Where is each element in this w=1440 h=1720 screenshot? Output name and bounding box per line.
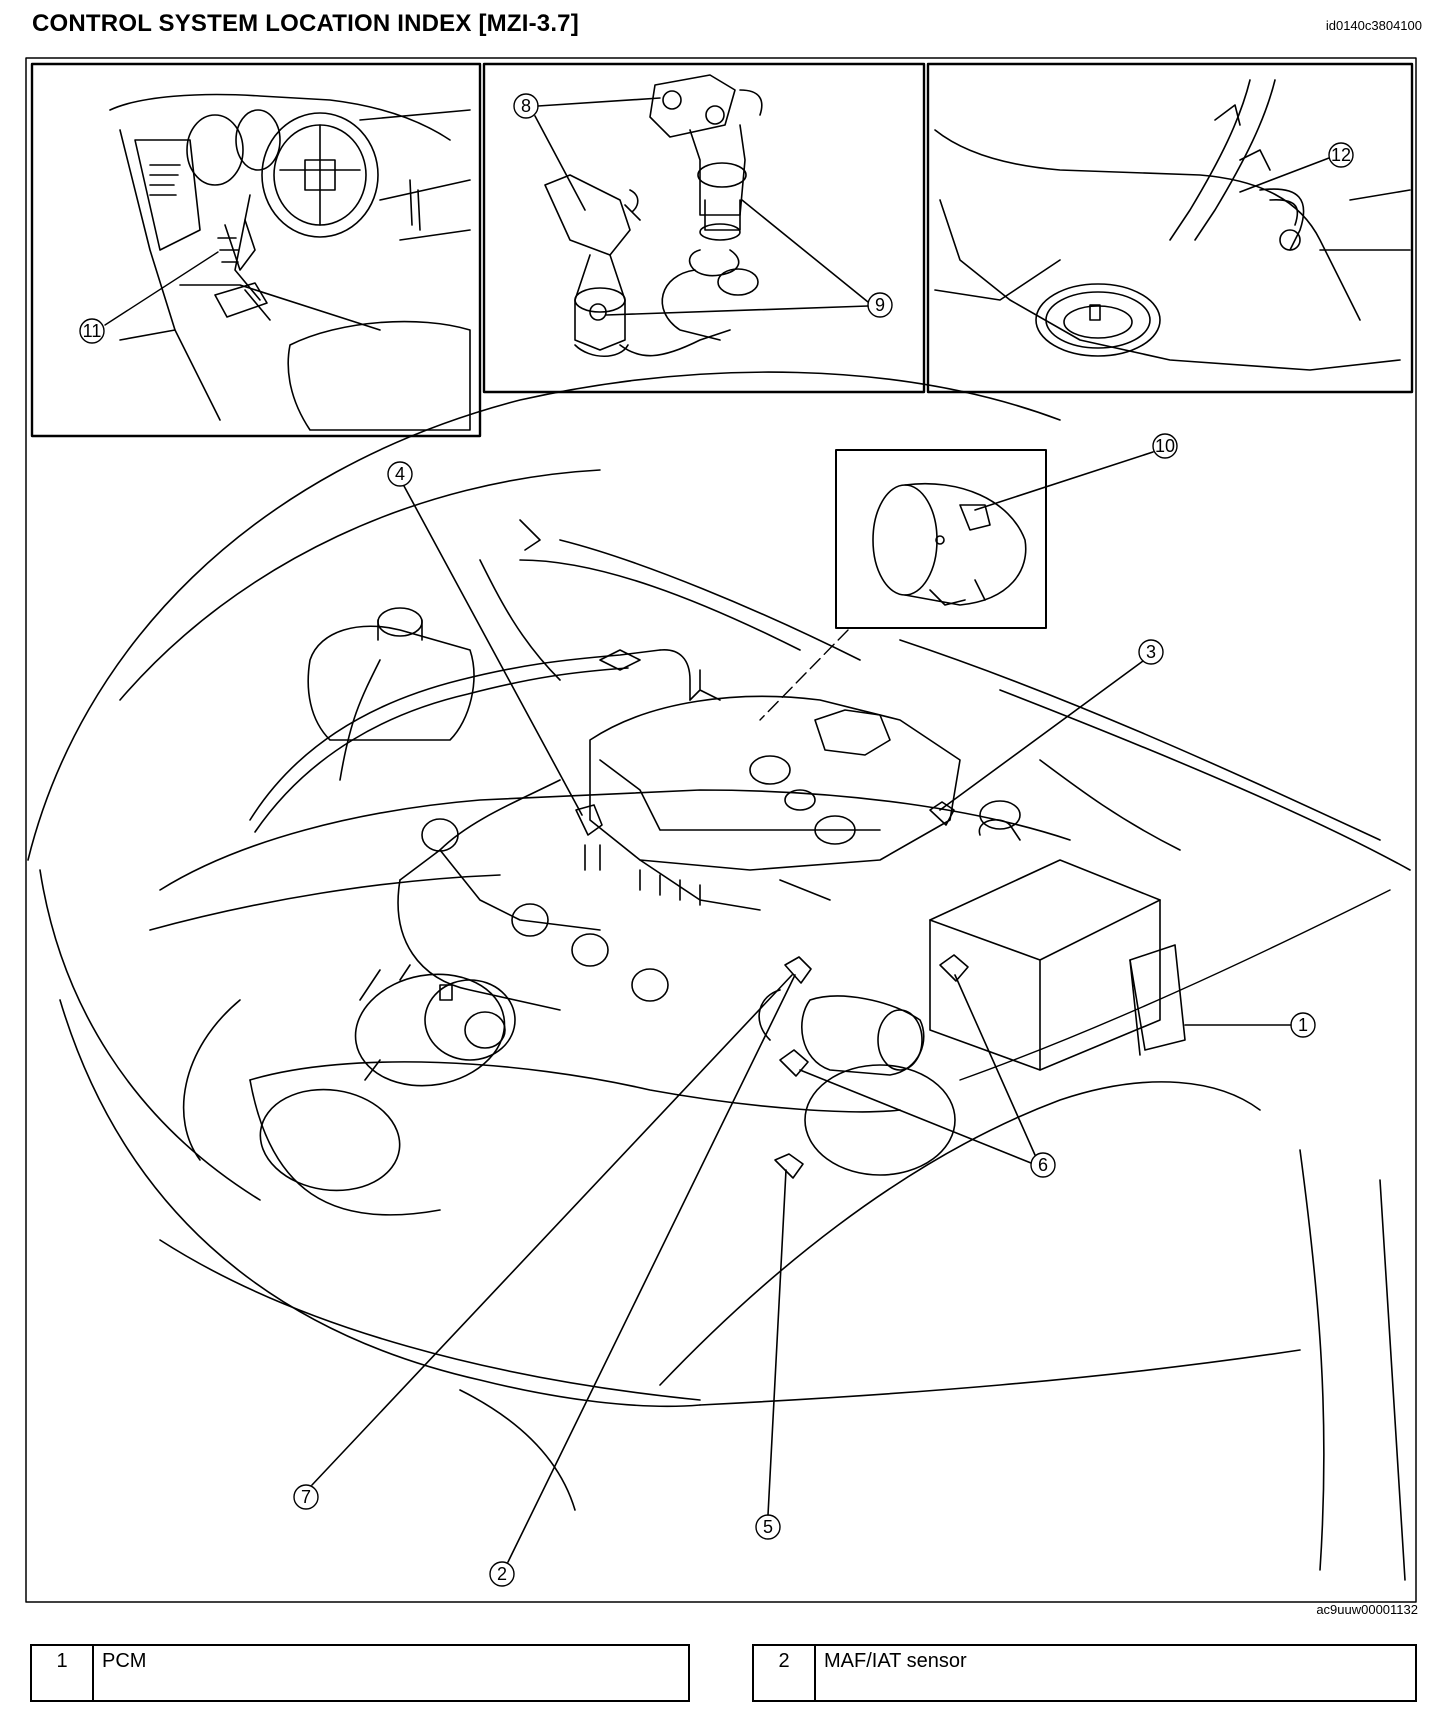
inset-fuel-tank [926, 62, 1414, 394]
sensor-7 [784, 956, 812, 984]
callout-3: 3 [939, 639, 1164, 811]
callout-1: 1 [1184, 1012, 1316, 1038]
callout-4: 4 [387, 461, 583, 816]
callout-6: 6 [799, 974, 1056, 1178]
callout-7: 7 [293, 974, 793, 1510]
image-code: id0140c3804100 [1325, 18, 1422, 33]
svg-text:6: 6 [1038, 1155, 1048, 1175]
legend-desc: PCM [92, 1644, 690, 1702]
callout-9: 9 [605, 199, 893, 318]
legend-num: 1 [30, 1644, 94, 1702]
figure-frame [25, 57, 1417, 1603]
legend-table-2: 2 MAF/IAT sensor [752, 1644, 1417, 1702]
callout-10: 10 [974, 433, 1178, 511]
svg-text:2: 2 [497, 1564, 507, 1584]
sensor-5 [774, 1153, 804, 1179]
page-title: CONTROL SYSTEM LOCATION INDEX [MZI-3.7] [32, 10, 579, 37]
main-engine-bay [27, 371, 1411, 1581]
sensor-6b [779, 1049, 809, 1077]
svg-text:9: 9 [875, 295, 885, 315]
legend-table-1: 1 PCM [30, 1644, 690, 1702]
sensor-4 [575, 804, 603, 836]
svg-text:3: 3 [1146, 642, 1156, 662]
legend-row: 2 MAF/IAT sensor [752, 1644, 1417, 1702]
svg-text:1: 1 [1298, 1015, 1308, 1035]
svg-text:4: 4 [395, 464, 405, 484]
svg-text:12: 12 [1331, 145, 1351, 165]
svg-text:5: 5 [763, 1517, 773, 1537]
figure-code: ac9uuw00001132 [1316, 1602, 1418, 1617]
callout-11: 11 [79, 318, 105, 344]
inset-compressor [835, 449, 1047, 629]
inset-interior [30, 62, 482, 438]
callout-8: 8 [513, 93, 661, 211]
svg-text:7: 7 [301, 1487, 311, 1507]
svg-text:10: 10 [1155, 436, 1175, 456]
callout-2: 2 [489, 974, 796, 1587]
legend-num: 2 [752, 1644, 816, 1702]
legend-desc: MAF/IAT sensor [814, 1644, 1417, 1702]
svg-text:8: 8 [521, 96, 531, 116]
callout-5: 5 [755, 1169, 787, 1540]
svg-text:11: 11 [83, 321, 102, 341]
sensor-6a [939, 954, 969, 982]
callout-12: 12 [1239, 142, 1354, 193]
legend-row: 1 PCM [30, 1644, 690, 1702]
inset-exhaust [482, 62, 926, 394]
sensor-3 [929, 801, 955, 826]
